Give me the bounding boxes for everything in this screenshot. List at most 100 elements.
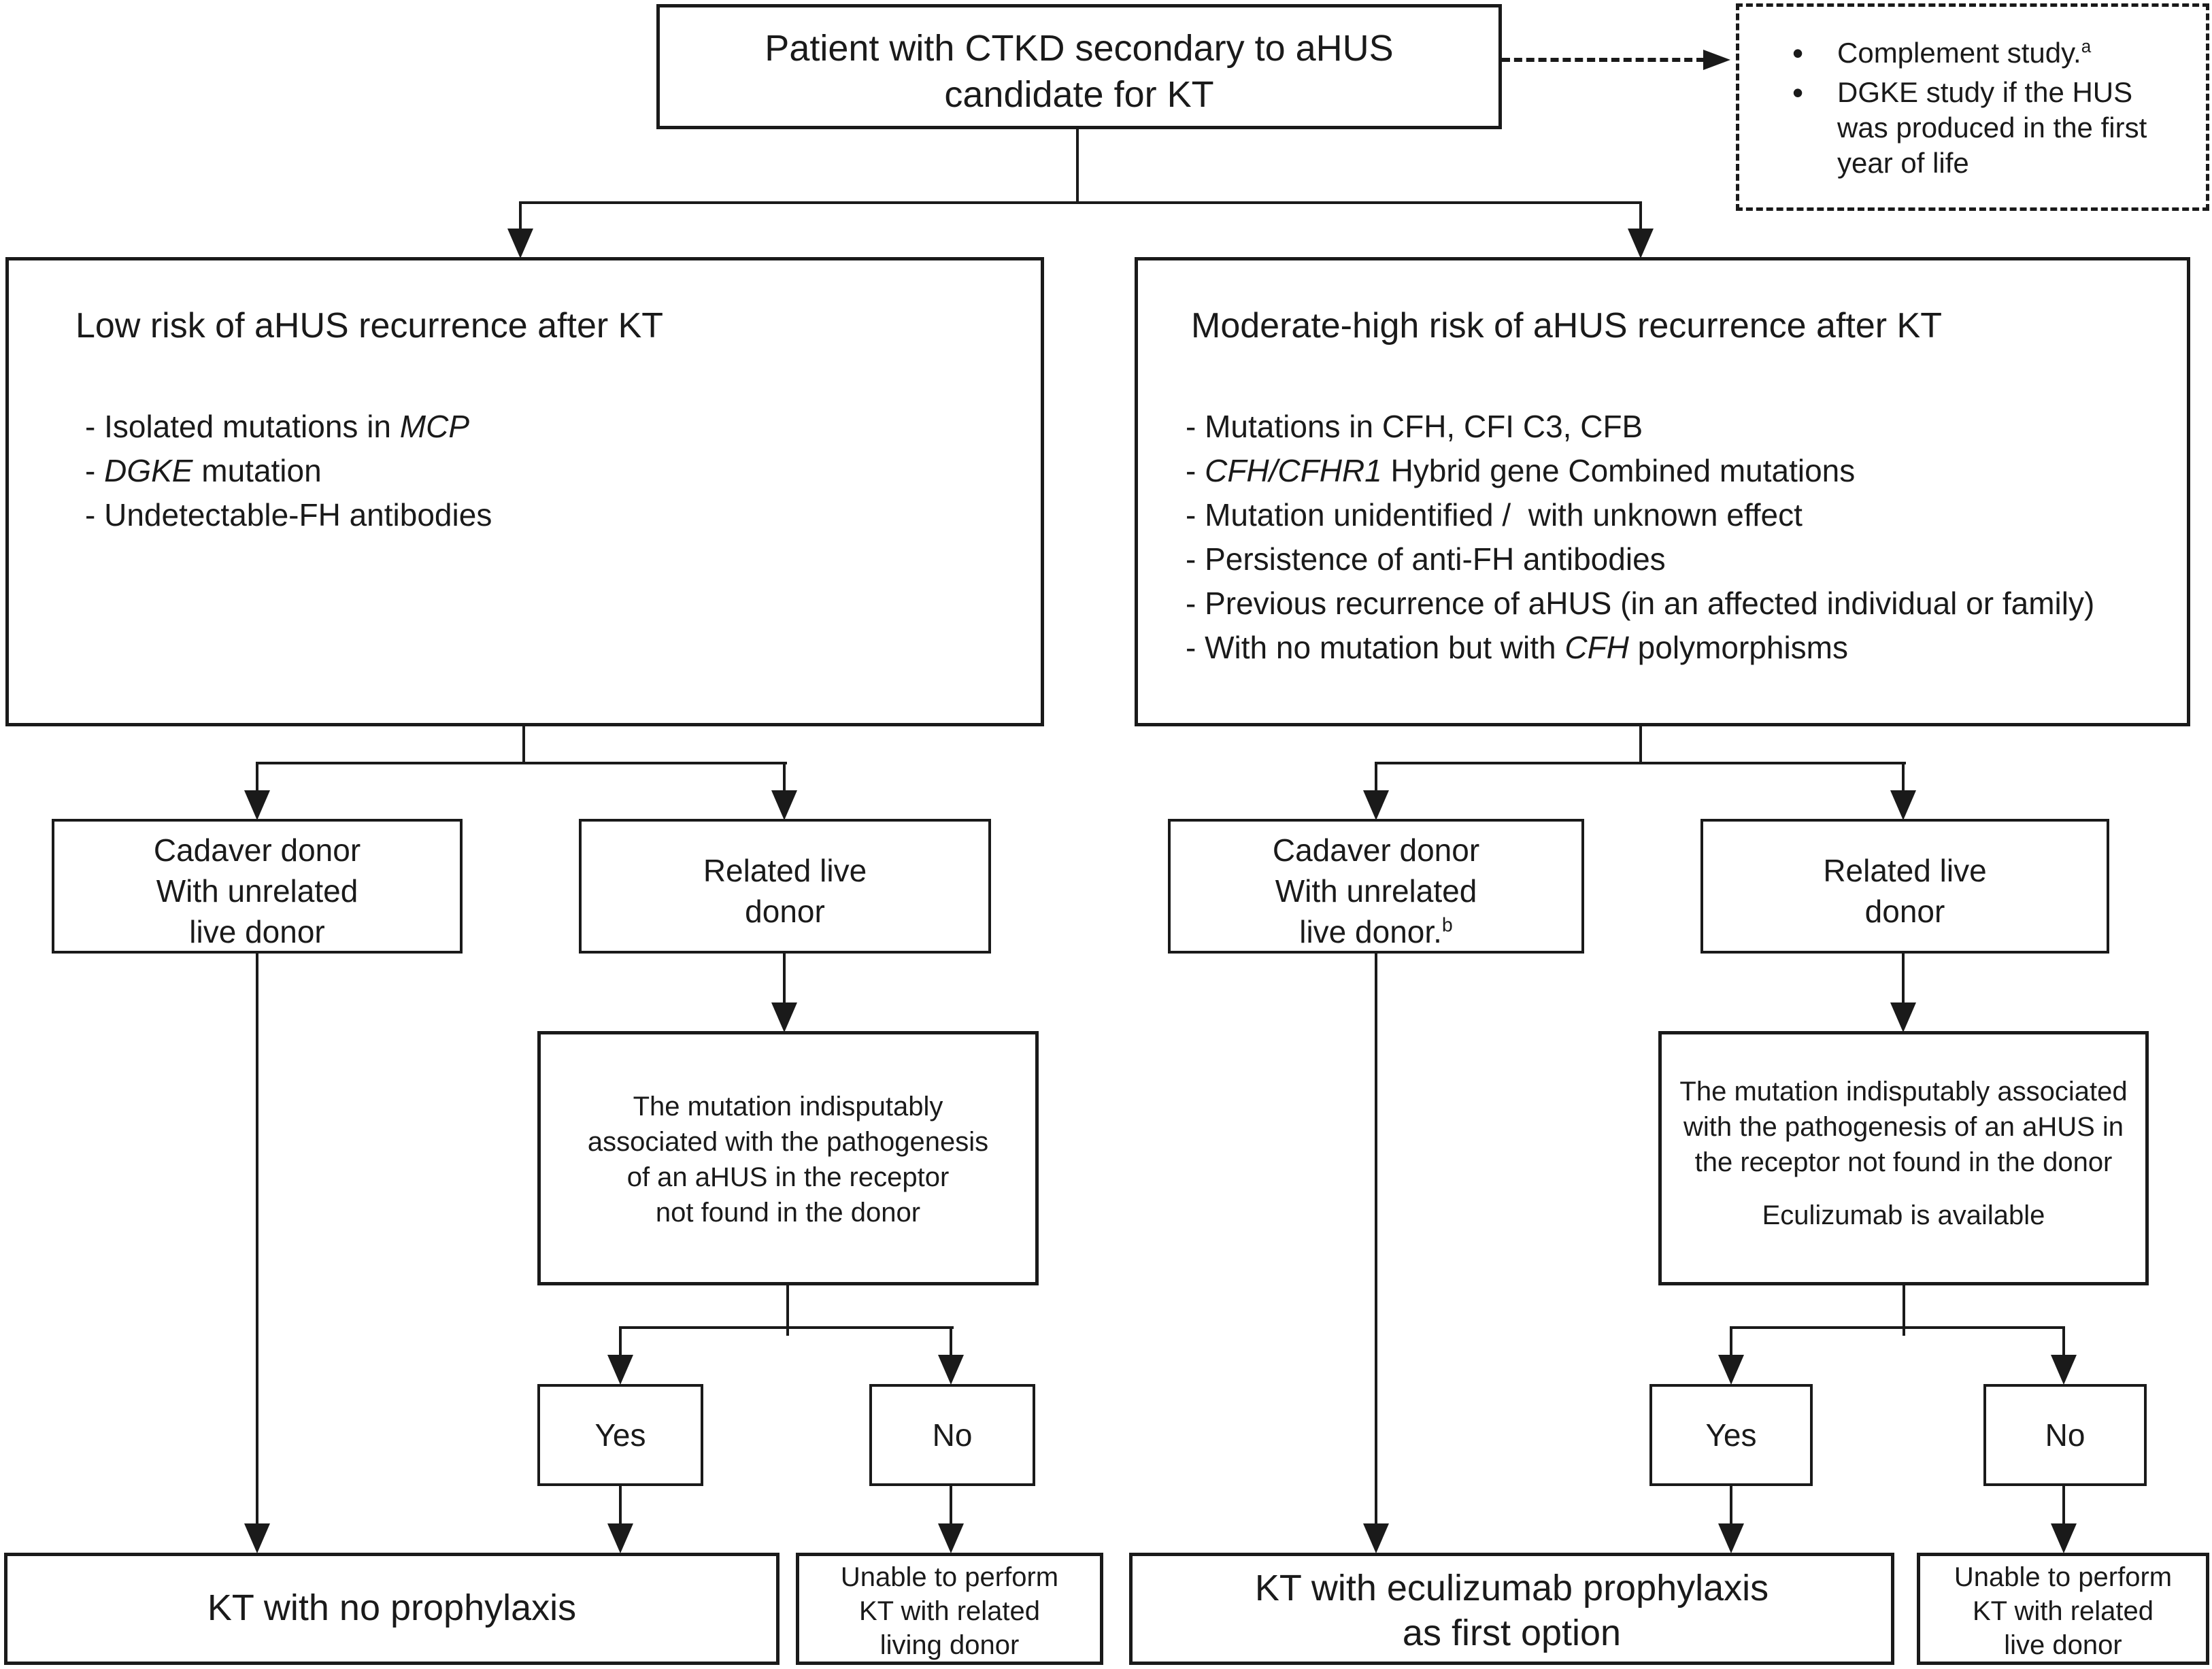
low-risk-item: - DGKE mutation — [85, 453, 322, 488]
condition-box-right: The mutation indisputably associated wit… — [1658, 1031, 2149, 1285]
root-box: Patient with CTKD secondary to aHUS cand… — [656, 4, 1502, 129]
note-item-text: DGKE study if the HUS was produced in th… — [1837, 75, 2164, 181]
condition-right-line1: The mutation indisputably associated — [1679, 1077, 2128, 1107]
connector-lowrisk-branch — [257, 762, 787, 764]
connector-highrisk-left-arm — [1375, 762, 1377, 792]
root-line2: candidate for KT — [944, 74, 1214, 115]
arrow-head — [771, 1002, 797, 1032]
connector-root-left-arm — [519, 201, 522, 230]
unable-box-right: Unable to perform KT with related live d… — [1917, 1553, 2209, 1665]
high-risk-item: - Previous recurrence of aHUS (in an aff… — [1186, 586, 2095, 621]
connector-related-right-to-condition — [1902, 954, 1905, 1005]
connector-root-right-arm — [1639, 201, 1642, 230]
connector-condition-left-stem — [786, 1285, 789, 1336]
connector-highrisk-stem — [1639, 726, 1642, 764]
connector-no-right-down — [2062, 1486, 2065, 1525]
condition-right-extra: Eculizumab is available — [1762, 1200, 2045, 1230]
connector-root-to-note-dashed — [1502, 58, 1705, 62]
arrow-head — [1628, 229, 1654, 258]
condition-right-line2: with the pathogenesis of an aHUS in — [1683, 1112, 2124, 1142]
arrow-head — [1703, 50, 1730, 70]
note-item: • DGKE study if the HUS was produced in … — [1792, 75, 2192, 181]
condition-left-line1: The mutation indisputably — [633, 1092, 943, 1122]
low-risk-item: - Isolated mutations in MCP — [85, 409, 470, 444]
low-risk-box: Low risk of aHUS recurrence after KT - I… — [5, 257, 1044, 726]
connector-no-left-down — [950, 1486, 952, 1525]
arrow-head — [607, 1355, 633, 1385]
arrow-head — [507, 229, 533, 258]
note-item-text-main: Complement study. — [1837, 37, 2081, 69]
connector-yes-left-arm — [619, 1326, 622, 1356]
high-risk-item: - Mutation unidentified / with unknown e… — [1186, 497, 1803, 533]
connector-related-left-to-condition — [783, 954, 786, 1005]
high-risk-item: - CFH/CFHR1 Hybrid gene Combined mutatio… — [1186, 453, 1856, 488]
outcome-box-left: KT with no prophylaxis — [4, 1553, 780, 1665]
low-risk-list: - Isolated mutations in MCP - DGKE mutat… — [85, 405, 492, 537]
arrow-head — [244, 790, 270, 820]
arrow-head — [2051, 1355, 2077, 1385]
bullet-icon: • — [1792, 35, 1804, 71]
condition-left-line2: associated with the pathogenesis — [587, 1127, 989, 1157]
high-risk-list: - Mutations in CFH, CFI C3, CFB - CFH/CF… — [1186, 405, 2094, 670]
connector-root-branch — [519, 201, 1642, 204]
connector-lowrisk-stem — [522, 726, 525, 764]
related-right-line2: donor — [1864, 894, 1945, 929]
condition-left-line3: of an aHUS in the receptor — [626, 1162, 950, 1192]
arrow-head — [938, 1523, 964, 1553]
arrow-head — [938, 1355, 964, 1385]
connector-yes-right-arm — [1730, 1326, 1732, 1356]
arrow-head — [1890, 790, 1916, 820]
unable-box-left: Unable to perform KT with related living… — [796, 1553, 1103, 1665]
connector-lowrisk-right-arm — [783, 762, 786, 792]
connector-cadaver-right-to-outcome — [1375, 954, 1377, 1526]
condition-left-line4: not found in the donor — [655, 1198, 921, 1228]
arrow-head — [1718, 1523, 1744, 1553]
condition-right-line3: the receptor not found in the donor — [1694, 1147, 2113, 1177]
connector-root-stem — [1076, 129, 1079, 203]
cadaver-right-line1: Cadaver donor — [1272, 832, 1480, 868]
note-item: • Complement study.a — [1792, 35, 2192, 71]
unable-right-line1: Unable to perform — [1954, 1562, 2173, 1592]
cadaver-right-line3: live donor.b — [1299, 914, 1453, 949]
outcome-right-line2: as first option — [1402, 1613, 1622, 1653]
connector-highrisk-branch — [1375, 762, 1906, 764]
yes-box-left: Yes — [537, 1384, 703, 1486]
yes-box-right: Yes — [1649, 1384, 1813, 1486]
note-item-superscript: a — [2081, 36, 2092, 56]
arrow-head — [244, 1523, 270, 1553]
high-risk-title: Moderate-high risk of aHUS recurrence af… — [1191, 306, 1942, 345]
related-right-line1: Related live — [1823, 853, 1987, 888]
high-risk-item: - Mutations in CFH, CFI C3, CFB — [1186, 409, 1643, 444]
unable-left-line2: KT with related — [858, 1596, 1041, 1626]
high-risk-box: Moderate-high risk of aHUS recurrence af… — [1135, 257, 2190, 726]
no-box-right: No — [1983, 1384, 2147, 1486]
arrow-head — [2051, 1523, 2077, 1553]
arrow-head — [607, 1523, 633, 1553]
unable-left-line1: Unable to perform — [840, 1562, 1059, 1592]
connector-no-right-arm — [2062, 1326, 2065, 1356]
connector-yes-right-down — [1730, 1486, 1732, 1525]
note-item-text: Complement study.a — [1837, 35, 2091, 71]
arrow-head — [1718, 1355, 1744, 1385]
arrow-head — [1363, 1523, 1389, 1553]
related-left-line2: donor — [745, 894, 825, 929]
bullet-icon: • — [1792, 75, 1804, 110]
cadaver-left-line1: Cadaver donor — [153, 832, 361, 868]
note-item-text-main: DGKE study if the HUS was produced in th… — [1837, 76, 2147, 179]
high-risk-item: - Persistence of anti-FH antibodies — [1186, 541, 1666, 577]
connector-lowrisk-left-arm — [256, 762, 258, 792]
cadaver-right-line2: With unrelated — [1275, 873, 1477, 909]
outcome-box-right: KT with eculizumab prophylaxis as first … — [1129, 1553, 1894, 1665]
connector-cadaver-left-to-outcome — [256, 954, 258, 1526]
connector-no-left-arm — [950, 1326, 952, 1356]
no-box-left: No — [869, 1384, 1035, 1486]
related-left-line1: Related live — [703, 853, 867, 888]
unable-right-line2: KT with related — [1972, 1596, 2154, 1626]
cadaver-donor-box-left: Cadaver donor With unrelated live donor — [52, 819, 463, 954]
cadaver-left-line3: live donor — [189, 914, 325, 949]
arrow-head — [771, 790, 797, 820]
connector-highrisk-right-arm — [1902, 762, 1905, 792]
root-line1: Patient with CTKD secondary to aHUS — [765, 28, 1394, 69]
unable-left-line3: living donor — [879, 1630, 1020, 1660]
